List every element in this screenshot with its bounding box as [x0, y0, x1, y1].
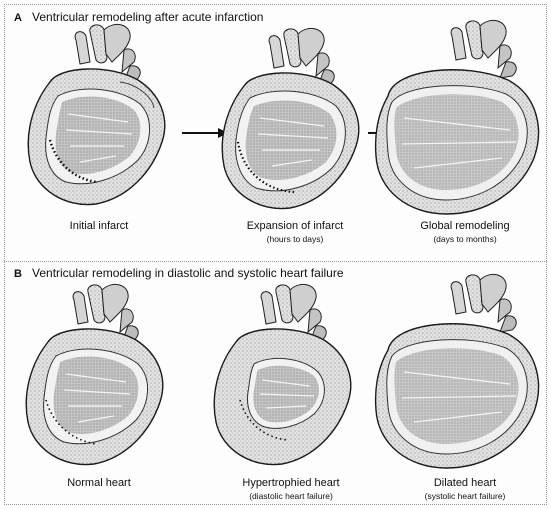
- panel-b-title: Ventricular remodeling in diastolic and …: [32, 266, 344, 280]
- caption-sublabel: (systolic heart failure): [400, 491, 530, 501]
- caption-label: Hypertrophied heart: [226, 477, 356, 489]
- caption-label: Normal heart: [44, 477, 154, 489]
- caption-hypertrophied-heart: Hypertrophied heart (diastolic heart fai…: [226, 477, 356, 501]
- caption-global-remodeling: Global remodeling (days to months): [400, 220, 530, 244]
- caption-label: Global remodeling: [400, 220, 530, 232]
- caption-dilated-heart: Dilated heart (systolic heart failure): [400, 477, 530, 501]
- heart-global-remodeling: [370, 18, 548, 218]
- caption-sublabel: (diastolic heart failure): [226, 491, 356, 501]
- caption-sublabel: (hours to days): [230, 234, 360, 244]
- caption-sublabel: (days to months): [400, 234, 530, 244]
- panel-divider: [4, 261, 547, 262]
- heart-dilated: [370, 272, 548, 472]
- caption-label: Dilated heart: [400, 477, 530, 489]
- heart-normal: [18, 282, 178, 472]
- heart-hypertrophied: [206, 282, 366, 472]
- caption-label: Expansion of infarct: [230, 220, 360, 232]
- heart-expansion-of-infarct: [214, 26, 374, 216]
- panel-b-letter: B: [14, 268, 32, 280]
- caption-expansion-of-infarct: Expansion of infarct (hours to days): [230, 220, 360, 244]
- heart-initial-infarct: [20, 22, 180, 212]
- caption-initial-infarct: Initial infarct: [44, 220, 154, 232]
- caption-normal-heart: Normal heart: [44, 477, 154, 489]
- caption-label: Initial infarct: [44, 220, 154, 232]
